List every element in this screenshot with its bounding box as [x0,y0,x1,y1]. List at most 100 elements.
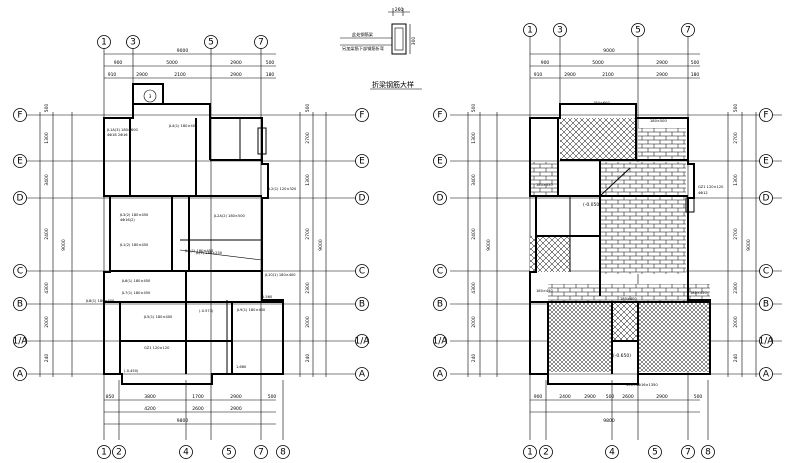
left-bottom-dim: 500 [268,394,277,400]
right-top-axis-bubble: 5 [631,23,645,37]
right-bottom-axis-bubble: 7 [681,445,695,459]
right-right-dim: 2000 [733,316,739,328]
svg-text:3: 3 [130,38,136,48]
slab-level-label: (-0.050) [583,202,601,208]
left-beam-label: JL10(1) 180×400 [264,273,296,277]
svg-text:7: 7 [685,26,691,36]
svg-text:B: B [17,300,23,310]
right-right-dim: 240 [733,354,739,363]
svg-text:D: D [359,194,366,204]
right-left-dim: 500 [471,104,477,113]
left-right-axis-bubble: B [355,297,369,311]
right-beam-label: 300×4Φ16×1350 [626,383,658,387]
left-right-axis-bubble: 1/A [355,334,370,348]
left-bottom-axis-bubble: 1 [97,445,111,459]
left-bottom-axis-bubble: 4 [179,445,193,459]
svg-text:5: 5 [635,26,641,36]
right-bottom-axis-bubble: 5 [648,445,662,459]
left-top-dim: 2100 [174,72,186,78]
svg-text:A: A [437,370,444,380]
left-right-axis-bubble: F [355,108,369,122]
left-beam-label: JL6(1) 180×450 [121,279,151,283]
left-beam-label: JL3(2) 180×450 [119,213,149,217]
right-top-dim: 2900 [564,72,576,78]
left-top-dim: 2900 [230,72,242,78]
svg-text:C: C [17,267,23,277]
svg-text:1: 1 [527,26,533,36]
right-bottom-dim: 500 [606,394,615,400]
left-beam-label: 4Φ16(2) [120,218,135,222]
right-left-dim: 2000 [471,316,477,328]
right-right-dim: 2300 [733,282,739,294]
svg-text:5: 5 [652,448,658,458]
right-beam-label: 180×450 [690,291,707,295]
left-top-dim: 900 [114,60,123,66]
left-beam-label: JL(1) 180×250 [195,251,223,255]
left-left-dim: 4300 [44,282,50,294]
left-left-axis-bubble: B [13,297,27,311]
svg-text:7: 7 [258,38,264,48]
left-top-axis-bubble: 3 [126,35,140,49]
right-right-dim: 2700 [733,132,739,144]
section-circle-label: 3 [149,94,152,100]
right-top-axis-bubble: 1 [523,23,537,37]
left-right-dim: 2300 [305,282,311,294]
left-left-dim: 240 [44,354,50,363]
left-bottom-axis-bubble: 2 [112,445,126,459]
left-beam-label: GZ1 120×120 [144,346,170,350]
right-left-axis-bubble: A [433,367,447,381]
svg-text:1/A: 1/A [759,337,775,347]
left-bottom-dim-total: 9800 [177,418,189,424]
svg-text:B: B [437,300,443,310]
svg-text:7: 7 [685,448,691,458]
right-right-axis-bubble: B [759,297,773,311]
left-beam-label: JL7(1) 180×450 [121,291,151,295]
room-level-label: (-0.650) [613,353,631,359]
left-dimension-lines [39,53,327,425]
right-bottom-dim: 2900 [656,394,668,400]
left-level-label: 1.560 [262,295,273,299]
svg-text:E: E [437,157,443,167]
left-bottom-dim: 2900 [230,394,242,400]
svg-text:C: C [763,267,769,277]
right-top-dim: 900 [541,60,550,66]
svg-text:F: F [17,111,22,121]
svg-text:C: C [437,267,443,277]
left-left-axis-bubble: F [13,108,27,122]
right-bottom-dim: 2900 [584,394,596,400]
right-left-axis-bubble: F [433,108,447,122]
right-right-dim: 1300 [733,174,739,186]
svg-text:5: 5 [226,448,232,458]
svg-text:7: 7 [258,448,264,458]
svg-text:D: D [437,194,444,204]
left-beam-label: JL2(1) 120×320 [267,187,297,191]
left-bottom-dim: 3800 [144,394,156,400]
svg-text:4: 4 [609,448,615,458]
left-beam-label: JL1(2) 180×450 [119,243,149,247]
svg-text:F: F [763,111,768,121]
right-right-axis-bubble: D [759,191,773,205]
svg-text:2: 2 [543,448,549,458]
svg-text:8: 8 [280,448,286,458]
left-top-dim: 180 [266,72,275,78]
right-beam-label: 4Φ12 [698,191,708,195]
right-beam-outlines [529,103,711,385]
detail-note-1: 此处钢筋梁 [352,31,374,38]
left-beam-label: JL9(1) 180×400 [236,308,266,312]
left-bottom-axis-bubble: 8 [276,445,290,459]
right-top-axis-bubble: 3 [553,23,567,37]
left-top-dim: 5000 [166,60,178,66]
right-right-dim: 500 [733,104,739,113]
svg-text:1/A: 1/A [13,337,29,347]
left-top-dim: 2900 [136,72,148,78]
svg-text:1/A: 1/A [433,337,449,347]
left-beam-outlines: 3 [103,83,284,385]
foundation-beam-plan-left: 3 [26,48,356,440]
right-right-dim-total: 9000 [746,239,752,251]
svg-text:3: 3 [557,26,563,36]
right-left-dim: 1300 [471,132,477,144]
right-top-dim: 2100 [602,72,614,78]
svg-text:F: F [359,111,364,121]
